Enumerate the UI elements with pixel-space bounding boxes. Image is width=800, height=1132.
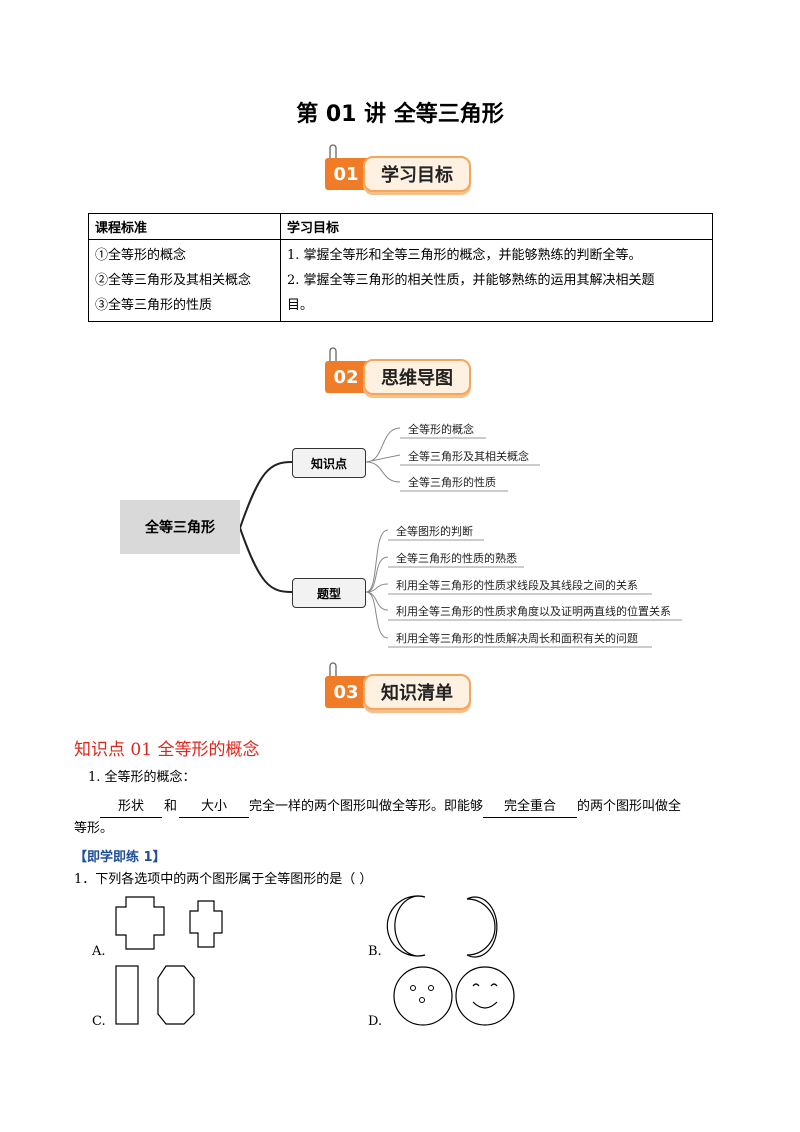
mind-map-leaf: 利用全等三角形的性质解决周长和面积有关的问题 <box>396 632 638 645</box>
paperclip-icon <box>329 144 337 162</box>
banner-label: 学习目标 <box>363 156 471 192</box>
paragraph-text: 的两个图形叫做全 <box>577 799 682 814</box>
standard-item: ③全等三角形的性质 <box>95 298 213 313</box>
page-title: 第 01 讲 全等三角形 <box>296 102 504 127</box>
mind-map-leaf: 全等形的概念 <box>408 423 474 436</box>
mind-map-root: 全等三角形 <box>120 500 240 554</box>
option-c-label: C. <box>92 1014 106 1029</box>
banner-number: 02 <box>325 361 367 393</box>
mind-map-leaf: 全等图形的判断 <box>396 525 473 538</box>
mind-map-connectors <box>239 427 682 648</box>
mind-map-leaf: 利用全等三角形的性质求线段及其线段之间的关系 <box>396 579 638 592</box>
objective-item: 1. 掌握全等形和全等三角形的概念，并能够熟练的判断全等。 <box>287 248 642 263</box>
concept-heading: 1. 全等形的概念： <box>88 770 196 785</box>
mind-map-branch-knowledge: 知识点 <box>292 448 366 478</box>
option-a-figure <box>115 896 223 950</box>
option-b-figure <box>386 895 498 958</box>
option-b-label: B. <box>368 944 382 959</box>
mind-map-leaf: 全等三角形及其相关概念 <box>408 450 529 463</box>
mind-map-leaf: 全等三角形的性质的熟悉 <box>396 552 517 565</box>
paperclip-icon <box>329 662 337 680</box>
objective-item: 目。 <box>287 298 314 313</box>
paragraph-text: 完全一样的两个图形叫做全等形。即能够 <box>249 799 484 814</box>
banner-number: 01 <box>325 158 367 190</box>
option-a-label: A. <box>92 944 106 959</box>
standards-cell: ①全等形的概念 ②全等三角形及其相关概念 ③全等三角形的性质 <box>88 239 281 322</box>
paperclip-icon <box>329 347 337 365</box>
blank-answer: 大小 <box>179 797 250 818</box>
banner-number: 03 <box>325 676 367 708</box>
banner-label: 知识清单 <box>363 674 471 710</box>
objective-item: 2. 掌握全等三角形的相关性质，并能够熟练的运用其解决相关题 <box>287 273 655 288</box>
objectives-cell: 1. 掌握全等形和全等三角形的概念，并能够熟练的判断全等。 2. 掌握全等三角形… <box>280 239 713 322</box>
option-d-figure <box>393 966 515 1026</box>
concept-paragraph-cont: 等形。 <box>74 821 114 836</box>
banner-knowledge-list: 03 知识清单 <box>325 662 475 714</box>
blank-answer: 完全重合 <box>483 797 578 818</box>
option-c-figure <box>115 965 195 1025</box>
table-header: 课程标准 <box>88 213 281 240</box>
banner-learning-goals: 01 学习目标 <box>325 144 475 196</box>
banner-mind-map: 02 思维导图 <box>325 347 475 399</box>
concept-paragraph: 形状和大小完全一样的两个图形叫做全等形。即能够完全重合的两个图形叫做全 <box>100 797 740 818</box>
goals-table: 课程标准 学习目标 ①全等形的概念 ②全等三角形及其相关概念 ③全等三角形的性质… <box>88 213 713 322</box>
practice-title: 【即学即练 1】 <box>74 850 166 865</box>
mind-map-leaf: 全等三角形的性质 <box>408 476 496 489</box>
mind-map-branch-question-types: 题型 <box>292 578 366 608</box>
option-d-label: D. <box>368 1014 383 1029</box>
paragraph-text: 和 <box>164 799 178 814</box>
mind-map-leaf: 利用全等三角形的性质求角度以及证明两直线的位置关系 <box>396 605 671 618</box>
banner-label: 思维导图 <box>363 359 471 395</box>
standard-item: ①全等形的概念 <box>95 248 187 263</box>
standard-item: ②全等三角形及其相关概念 <box>95 273 252 288</box>
section-title: 知识点 01 全等形的概念 <box>74 740 260 760</box>
practice-question: 1．下列各选项中的两个图形属于全等图形的是（ ） <box>74 872 373 887</box>
blank-answer: 形状 <box>100 797 162 818</box>
